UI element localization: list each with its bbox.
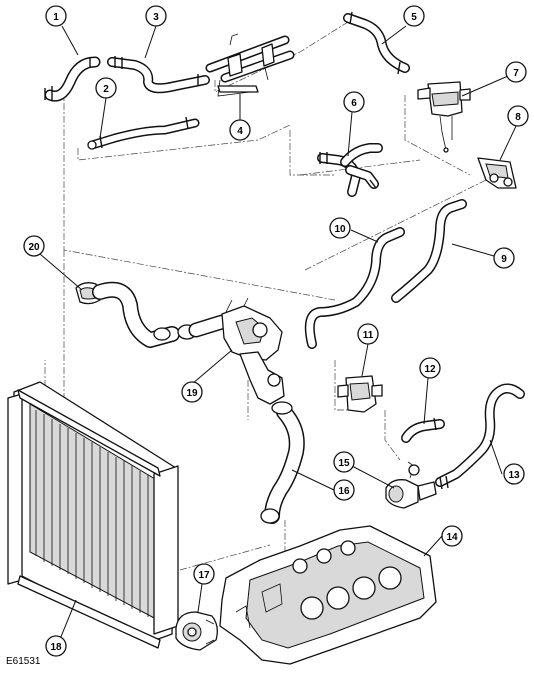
callout-5: 5 [403,5,425,27]
callout-circle [419,357,441,379]
figure-reference: E61531 [6,656,41,667]
callout-circle [333,479,355,501]
part-2-hose [87,116,200,150]
callout-12: 12 [419,357,441,379]
callout-circle [45,5,67,27]
callout-circle [181,381,203,403]
callout-number: 13 [508,470,520,481]
callout-number: 15 [338,458,350,469]
callout-6: 6 [343,91,365,113]
callout-17: 17 [193,563,215,585]
callout-circle [493,247,515,269]
part-19-thermostat-housing [188,297,285,405]
callout-circle [229,119,251,141]
callout-8: 8 [507,105,529,127]
part-6-hose-assembly [317,143,383,197]
part-5-heater-hose [343,11,410,75]
callout-number: 4 [237,126,243,137]
part-18-radiator [7,381,179,649]
callout-number: 10 [334,224,346,235]
callout-2: 2 [95,77,117,99]
callout-10: 10 [329,217,351,239]
callout-3: 3 [145,5,167,27]
callout-circle [505,61,527,83]
callout-1: 1 [45,5,67,27]
alignment-lines [44,21,491,571]
callout-number: 19 [186,388,198,399]
part-4-pipe-assembly [205,33,295,97]
callout-16: 16 [333,479,355,501]
callout-number: 11 [363,330,374,341]
part-9-heater-hose [391,199,467,303]
callout-number: 20 [28,242,40,253]
callout-number: 17 [198,570,210,581]
callout-number: 12 [424,364,436,375]
callout-number: 8 [515,112,521,123]
part-7-heater-valve [417,81,471,153]
part-10-heater-hose [304,227,405,349]
callout-13: 13 [503,463,525,485]
part-17-water-pump [175,611,218,651]
callout-9: 9 [493,247,515,269]
callout-15: 15 [333,451,355,473]
part-15-aux-pump [385,461,437,509]
callout-circle [403,5,425,27]
part-12-hose [401,417,445,443]
callout-number: 14 [446,532,458,543]
callout-number: 9 [501,254,507,265]
callout-19: 19 [181,381,203,403]
part-1-upper-hose [44,56,101,102]
callout-number: 7 [513,68,519,79]
part-20-hose [75,281,197,348]
callout-circle [441,525,463,547]
callout-circle [45,635,67,657]
callout-circle [333,451,355,473]
part-11-valve [337,375,383,413]
callout-number: 6 [351,98,357,109]
callout-20: 20 [23,235,45,257]
callout-circle [343,91,365,113]
callout-14: 14 [441,525,463,547]
part-8-outlet-connector [477,157,517,189]
leader-lines [39,25,517,645]
callout-circle [503,463,525,485]
callout-circle [357,323,379,345]
callout-number: 18 [50,642,62,653]
callout-7: 7 [505,61,527,83]
part-3-hose [107,56,210,94]
callout-number: 5 [411,12,417,23]
callout-circle [145,5,167,27]
callout-circle [507,105,529,127]
callout-circle [95,77,117,99]
callout-number: 3 [153,12,159,23]
part-14-engine-block [219,525,437,665]
part-16-lower-hose [260,401,305,524]
callout-number: 2 [103,84,109,95]
callout-circle [23,235,45,257]
callout-11: 11 [357,323,379,345]
callout-number: 16 [338,486,350,497]
callout-4: 4 [229,119,251,141]
callout-18: 18 [45,635,67,657]
callout-circle [193,563,215,585]
callout-circle [329,217,351,239]
callout-number: 1 [53,12,59,23]
part-13-hose [435,383,525,490]
